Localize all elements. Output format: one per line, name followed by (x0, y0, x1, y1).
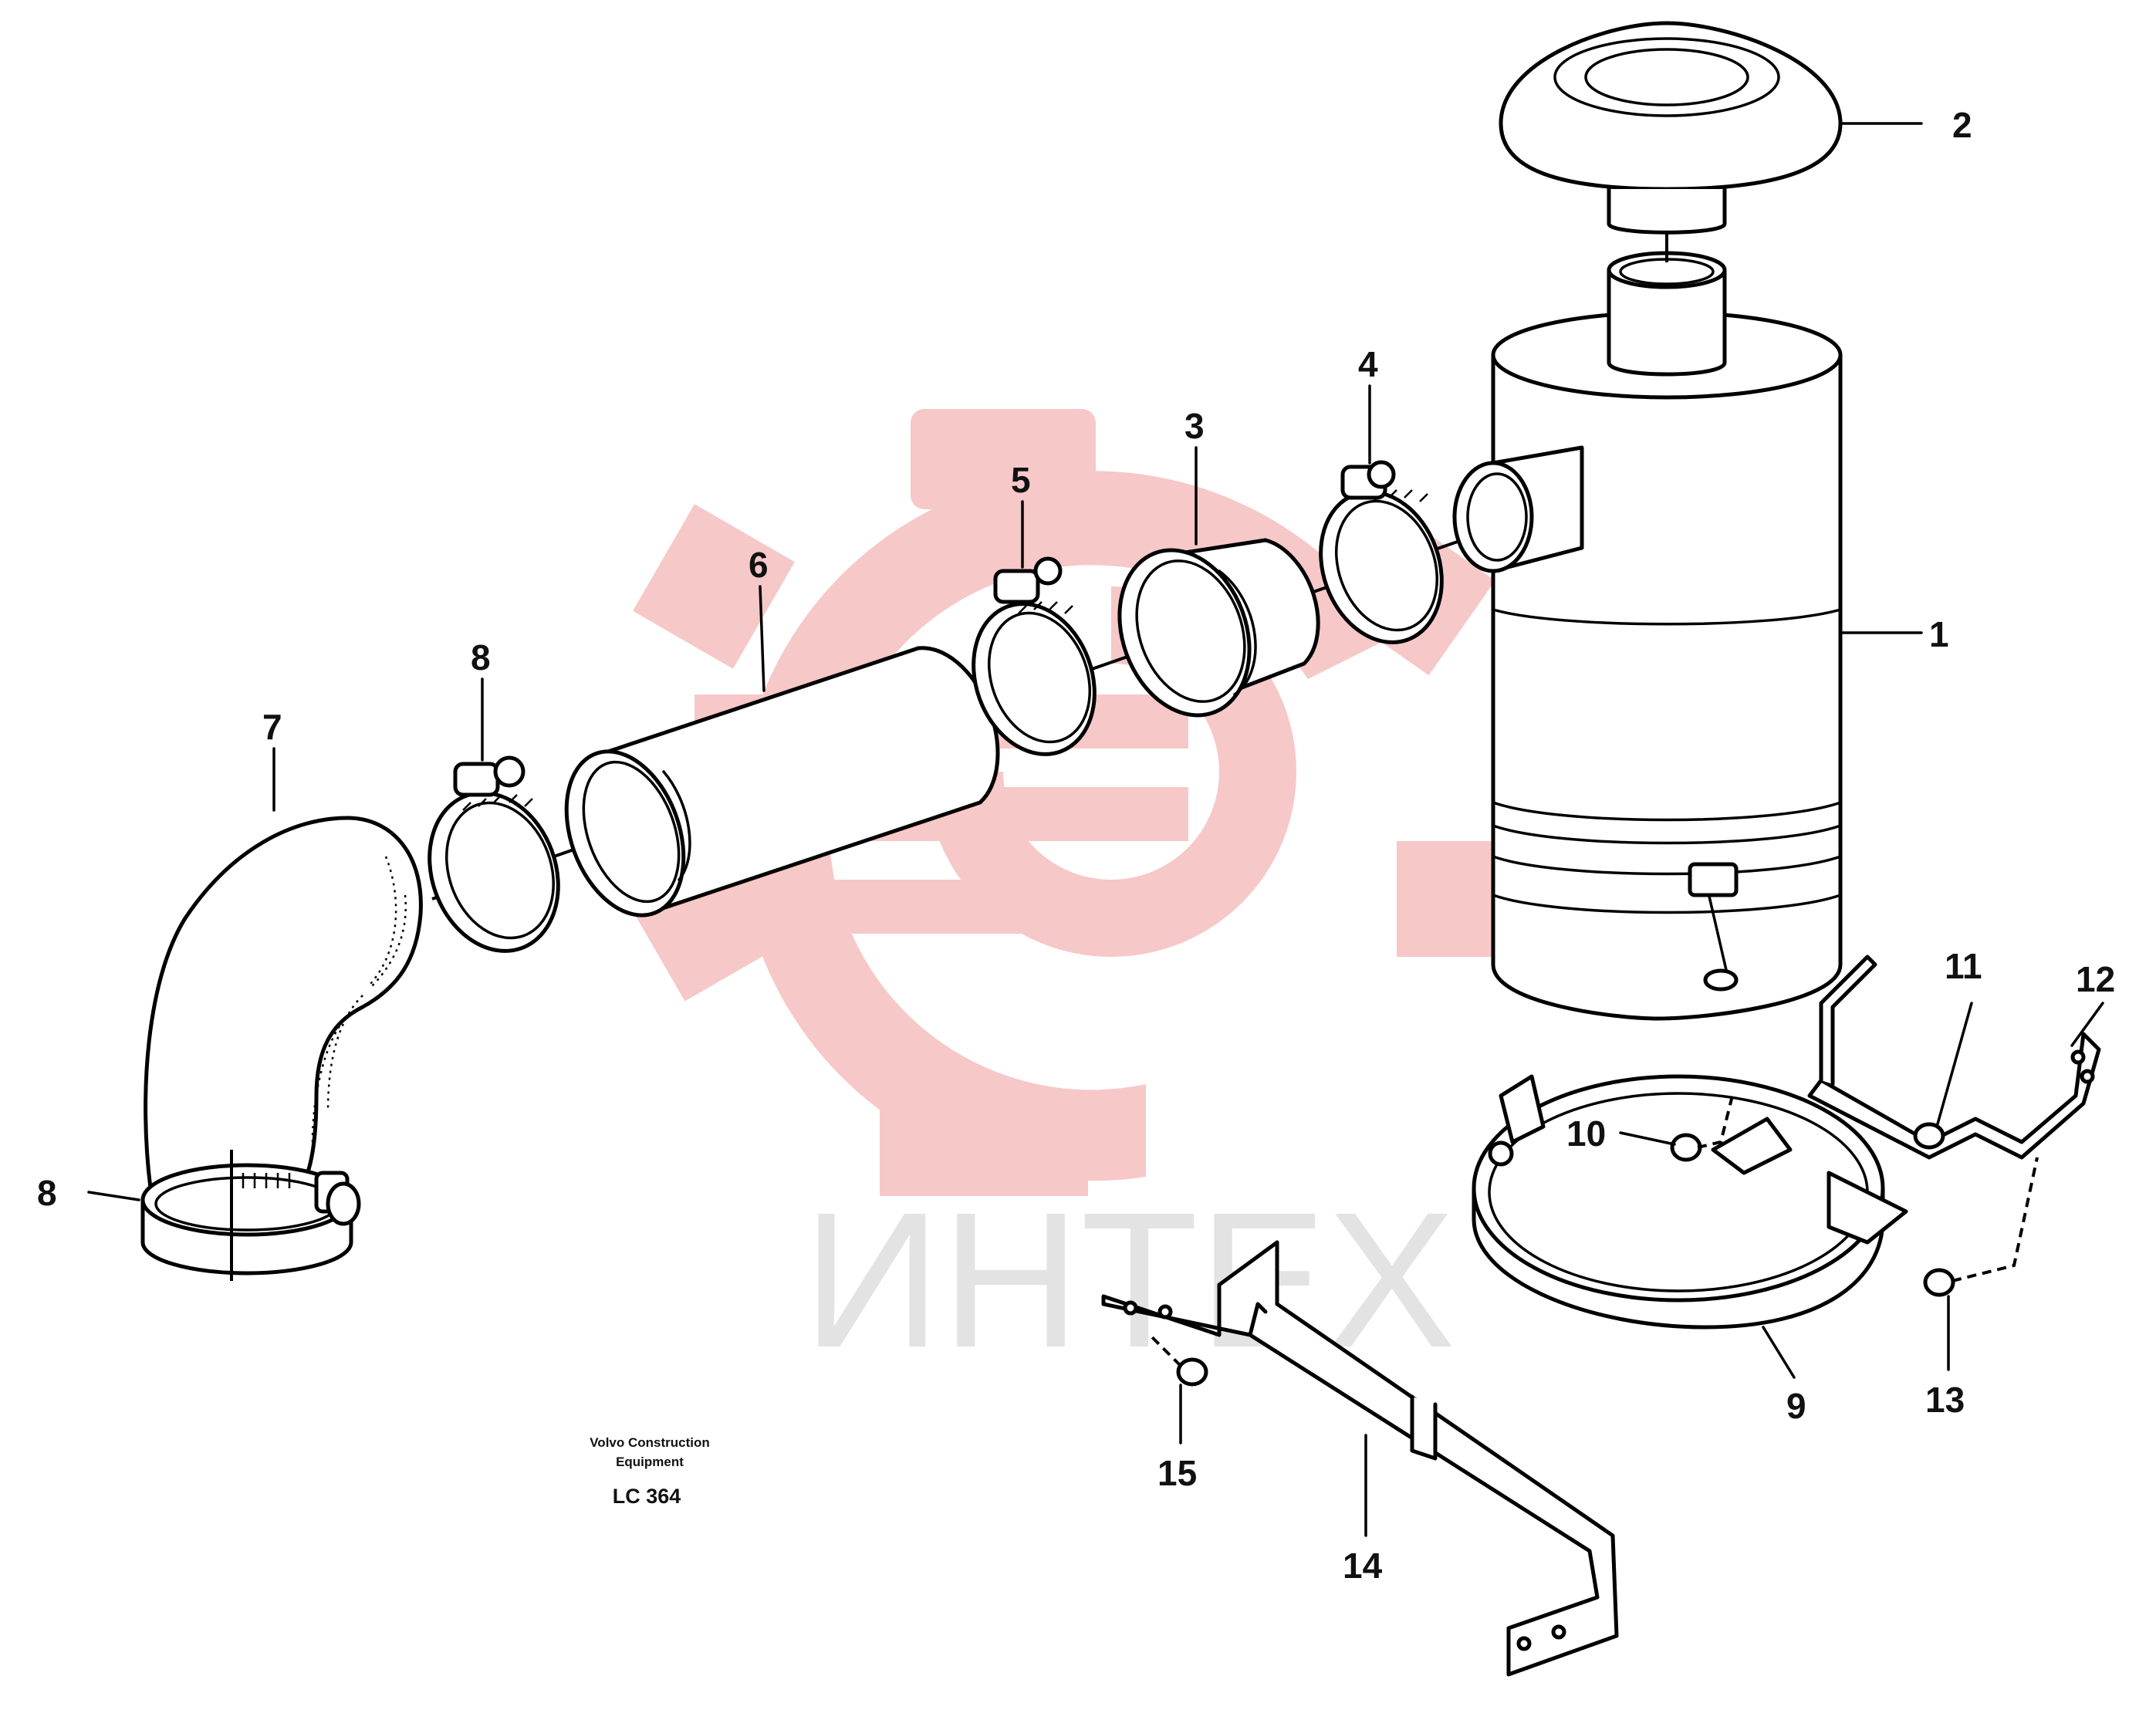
hose-clamp-4 (1319, 460, 1444, 644)
support-bracket (1807, 955, 2101, 1160)
callout-3: 3 (1184, 406, 1205, 446)
hose-clamp-upper (427, 755, 560, 953)
callout-9: 9 (1786, 1386, 1806, 1426)
callout-13: 13 (1925, 1380, 1965, 1420)
callout-8-upper: 8 (471, 637, 491, 677)
drawing-code: LC 364 (613, 1485, 681, 1508)
leader-10 (1619, 1131, 1676, 1146)
bolt-10 (1670, 1095, 1734, 1162)
caption-line-2: Equipment (616, 1455, 684, 1469)
precleaner-cap (1499, 21, 1843, 262)
caption-line-1: Volvo Construction (590, 1435, 710, 1450)
callout-14: 14 (1343, 1546, 1383, 1586)
callout-12: 12 (2076, 959, 2115, 999)
callout-8-lower: 8 (37, 1173, 57, 1213)
callout-6: 6 (749, 545, 769, 585)
hose-clamp-lower (140, 1150, 361, 1281)
callout-5: 5 (1011, 460, 1031, 500)
callout-2: 2 (1952, 105, 1972, 145)
hose-clamp-5 (972, 556, 1097, 756)
bolt-13 (1923, 1157, 2039, 1297)
bolt-15 (1148, 1333, 1208, 1387)
mounting-band (1472, 1074, 1908, 1330)
cross-member (1101, 1240, 1619, 1677)
reducer-sleeve (1117, 538, 1320, 718)
callout-10: 10 (1566, 1113, 1606, 1154)
callout-15: 15 (1157, 1453, 1197, 1493)
callout-7: 7 (262, 707, 282, 747)
nut-11 (1913, 1122, 1945, 1150)
callout-4: 4 (1358, 344, 1378, 384)
callout-1: 1 (1929, 614, 1949, 654)
leader-12 (2070, 1002, 2104, 1047)
leader-11 (1935, 1002, 1973, 1128)
straight-tube (564, 646, 1000, 917)
leader-9 (1762, 1326, 1796, 1379)
air-cleaner-housing (1452, 251, 1843, 1021)
leader-6 (759, 585, 765, 692)
watermark-text: ИНТЕХ (803, 1172, 1455, 1387)
elbow-hose (144, 816, 423, 1212)
leader-8b (87, 1191, 140, 1201)
callout-11: 11 (1945, 946, 1982, 986)
